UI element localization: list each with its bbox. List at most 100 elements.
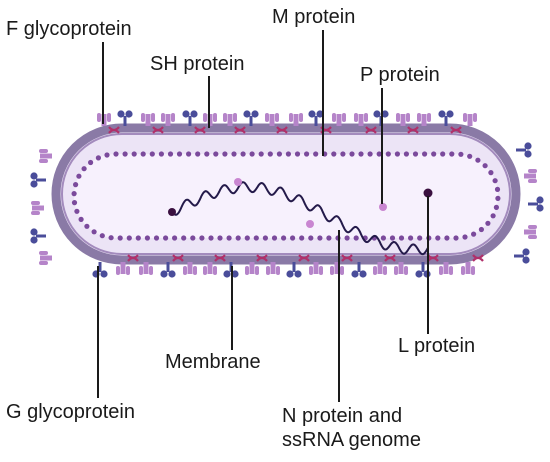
- n-protein-bead: [208, 235, 214, 241]
- sh-protein: [127, 254, 139, 262]
- n-protein-bead: [344, 235, 350, 241]
- g-glycoprotein-label: G glycoprotein: [6, 401, 135, 423]
- g-glycoprotein: [92, 262, 108, 278]
- n-protein-bead: [285, 151, 291, 157]
- f-glycoprotein: [245, 262, 259, 275]
- n-protein-bead: [313, 151, 319, 157]
- n-protein-bead: [403, 151, 409, 157]
- f-glycoprotein: [309, 262, 323, 275]
- n-protein-bead: [431, 151, 437, 157]
- n-protein-bead: [326, 235, 332, 241]
- n-protein-bead: [117, 235, 123, 241]
- n-protein-bead: [186, 151, 192, 157]
- n-protein-bead: [144, 235, 150, 241]
- n-protein-bead: [74, 208, 80, 214]
- n-protein-bead: [482, 163, 488, 169]
- l-protein: [423, 188, 433, 198]
- f-glycoprotein: [161, 113, 175, 126]
- n-protein-bead: [88, 159, 94, 166]
- n-protein-bead: [91, 229, 97, 235]
- n-protein-bead: [226, 235, 232, 241]
- f-glycoprotein: [203, 262, 217, 275]
- n-protein-bead: [267, 151, 273, 157]
- n-protein-bead: [449, 151, 455, 157]
- p-protein: [306, 220, 314, 228]
- sh-protein: [320, 126, 332, 134]
- sh-protein: [172, 254, 184, 262]
- sh-protein: [256, 254, 268, 262]
- n-protein-bead: [172, 235, 178, 241]
- n-protein-bead: [358, 151, 364, 157]
- n-protein-bead: [492, 178, 498, 184]
- n-protein-label-line1: N protein and: [282, 405, 403, 427]
- n-protein-bead: [376, 151, 382, 157]
- n-protein-bead: [73, 182, 79, 188]
- n-protein-bead: [276, 151, 282, 157]
- ssrna-genome: [168, 178, 433, 256]
- f-glycoprotein: [461, 262, 475, 275]
- f-glycoprotein: [265, 113, 279, 126]
- sh-protein: [341, 254, 353, 262]
- sh-protein-label: SH protein: [150, 53, 245, 75]
- sh-protein: [384, 254, 396, 262]
- n-protein-bead: [493, 204, 499, 210]
- f-glycoprotein: [139, 262, 153, 275]
- n-protein-bead: [163, 235, 169, 241]
- f-glycoprotein: [354, 113, 368, 126]
- l-protein-label: L protein: [398, 335, 476, 357]
- n-protein-bead: [389, 235, 396, 241]
- n-protein-bead: [95, 155, 101, 161]
- sh-protein: [407, 126, 419, 134]
- f-glycoprotein: [524, 225, 537, 239]
- sh-protein: [365, 126, 377, 134]
- n-protein-bead: [385, 151, 391, 157]
- f-glycoprotein: [332, 113, 346, 126]
- n-protein-bead: [394, 151, 400, 157]
- n-protein-bead: [299, 235, 305, 241]
- f-glycoprotein: [223, 113, 237, 126]
- n-protein-bead: [462, 234, 468, 240]
- sh-protein: [234, 126, 246, 134]
- f-glycoprotein: [330, 262, 344, 275]
- g-glycoprotein: [286, 262, 302, 278]
- sh-protein: [108, 126, 120, 134]
- n-protein-bead: [235, 235, 241, 241]
- n-protein-bead: [317, 235, 323, 241]
- n-protein-bead: [249, 151, 255, 157]
- membrane-label: Membrane: [165, 351, 261, 373]
- n-protein-bead: [495, 195, 501, 201]
- n-protein-bead: [435, 235, 441, 241]
- surface-glycoproteins: [30, 110, 544, 278]
- n-protein-bead: [104, 152, 110, 158]
- n-protein-bead: [126, 235, 132, 241]
- f-glycoprotein-label: F glycoprotein: [6, 18, 132, 40]
- f-glycoprotein: [373, 262, 387, 275]
- n-protein-bead: [440, 151, 446, 157]
- n-protein-bead: [422, 151, 428, 157]
- n-protein-bead: [222, 151, 228, 157]
- n-protein-bead: [195, 151, 201, 157]
- n-protein-bead: [240, 151, 246, 157]
- leader-lines: [97, 30, 429, 402]
- n-protein-bead: [167, 151, 174, 157]
- f-glycoprotein: [183, 262, 197, 275]
- n-protein-bead: [281, 235, 287, 241]
- p-protein-label: P protein: [360, 64, 440, 86]
- n-protein-bead: [478, 226, 484, 233]
- n-protein-label: N protein and ssRNA genome: [282, 404, 482, 452]
- n-protein-bead: [294, 151, 301, 157]
- p-protein: [234, 178, 242, 186]
- sh-protein: [194, 126, 206, 134]
- g-glycoprotein: [117, 110, 133, 126]
- genome-strand: [171, 181, 429, 256]
- f-glycoprotein: [31, 201, 44, 215]
- n-protein-bead: [485, 220, 491, 226]
- sh-protein: [298, 254, 310, 262]
- n-protein-bead: [271, 235, 278, 241]
- g-glycoprotein: [160, 262, 176, 278]
- m-protein-label: M protein: [272, 6, 356, 28]
- g-glycoprotein: [182, 110, 198, 126]
- n-protein-bead: [398, 235, 405, 241]
- n-protein-bead: [308, 235, 314, 241]
